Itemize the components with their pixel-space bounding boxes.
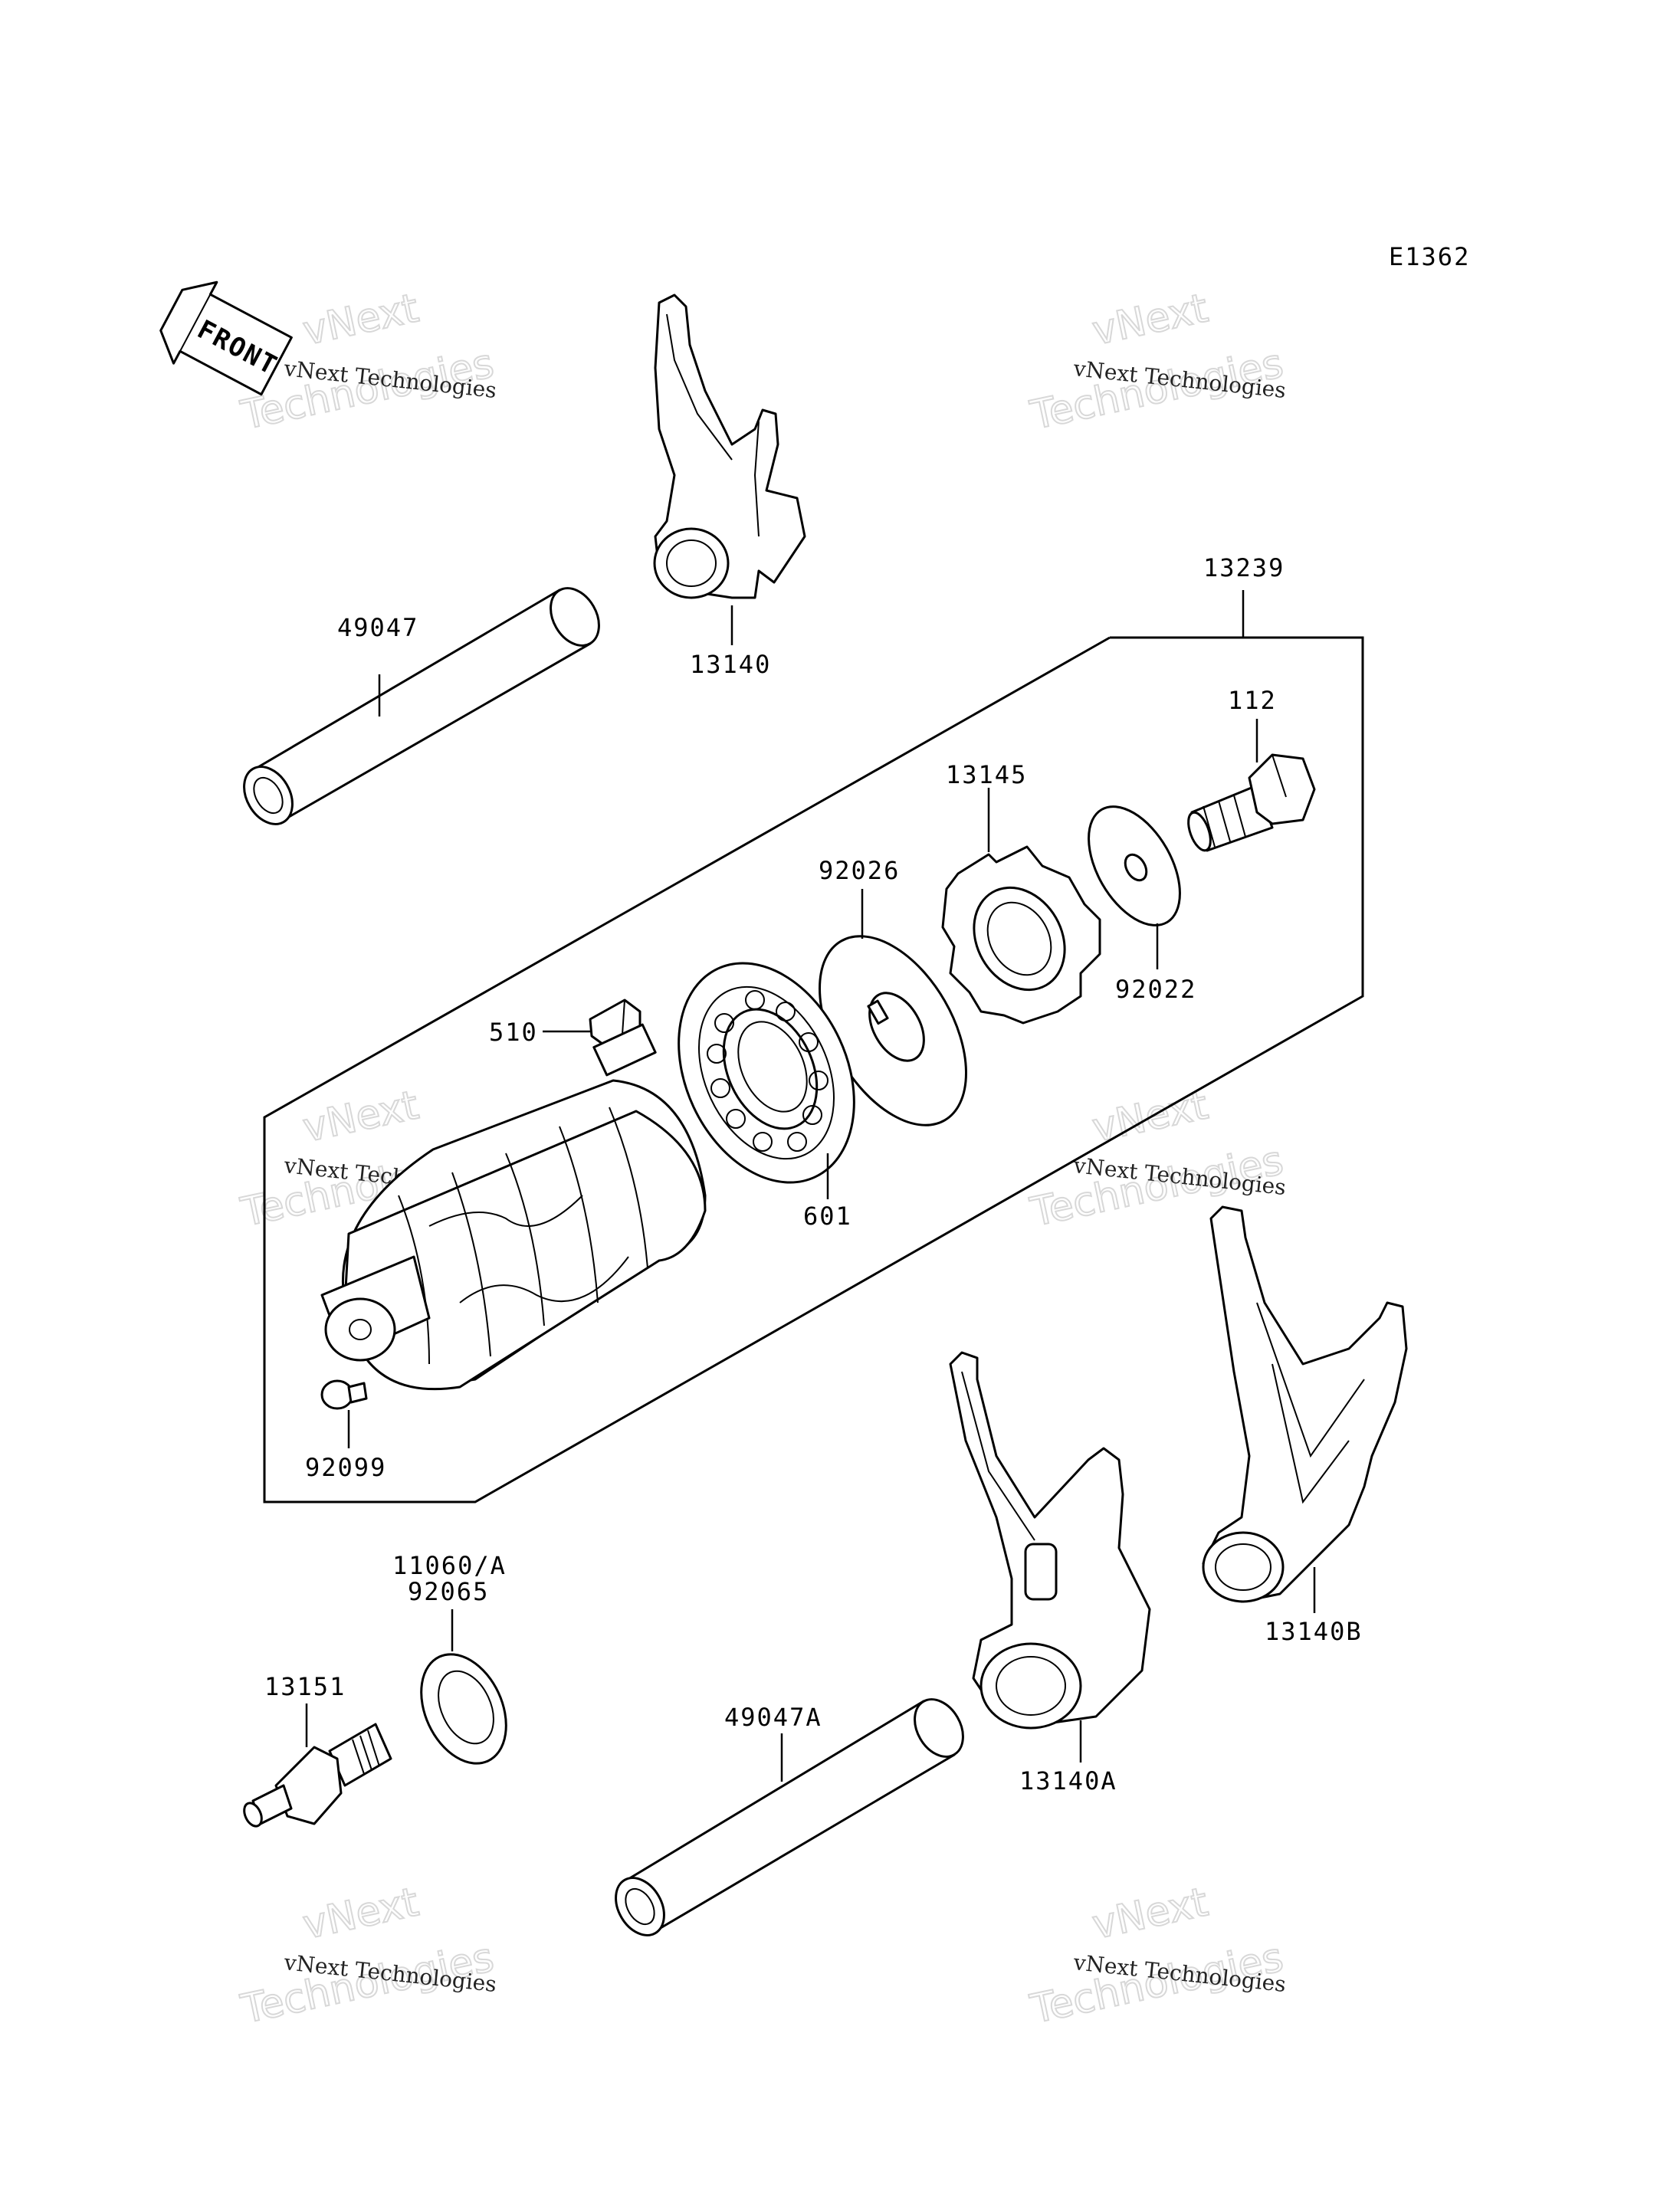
watermark-bottom-right: vNext Technologies vNext Technologies (1025, 1878, 1288, 2033)
switch-13151 (243, 1723, 392, 1828)
assembly-box (263, 636, 1364, 1503)
label-49047: 49047 (337, 613, 418, 642)
washer-92065 (420, 1653, 507, 1765)
plate-92026 (819, 935, 967, 1126)
svg-text:vNext: vNext (1088, 285, 1212, 354)
diagram-code: E1362 (1389, 242, 1470, 271)
label-49047a: 49047A (724, 1703, 822, 1732)
shaft-49047 (243, 587, 600, 825)
shift-drum (320, 1023, 707, 1391)
label-92022: 92022 (1115, 975, 1196, 1004)
shift-fork-13140a (949, 1351, 1151, 1730)
label-92026: 92026 (819, 856, 900, 885)
label-13140b: 13140B (1265, 1617, 1363, 1646)
svg-text:vNext: vNext (299, 1879, 422, 1948)
bolt-112 (1187, 753, 1316, 852)
watermark-bottom-left: vNext Technologies vNext Technologies (236, 1878, 498, 2033)
svg-text:vNext: vNext (299, 285, 422, 354)
label-92065: 92065 (408, 1577, 489, 1606)
shift-fork-13140b (1202, 1205, 1408, 1603)
front-arrow-icon: FRONT (159, 280, 293, 396)
watermark-top-right: vNext Technologies vNext Technologies (1025, 284, 1288, 439)
label-601: 601 (803, 1202, 852, 1231)
star-cam-13145 (941, 845, 1101, 1025)
shift-fork-13140 (653, 293, 806, 599)
svg-text:vNext: vNext (299, 1082, 422, 1151)
watermark-mid-right: vNext Technologies vNext Technologies (1025, 1081, 1288, 1236)
washer-92022 (1088, 805, 1181, 926)
label-11060a: 11060/A (392, 1551, 507, 1580)
label-13151: 13151 (264, 1672, 346, 1701)
label-13140: 13140 (690, 650, 771, 679)
label-13239: 13239 (1203, 553, 1285, 582)
label-92099: 92099 (305, 1453, 386, 1482)
label-13140a: 13140A (1019, 1766, 1117, 1795)
svg-text:vNext: vNext (1088, 1879, 1212, 1948)
label-112: 112 (1228, 686, 1277, 715)
screw-92099 (320, 1379, 368, 1410)
label-510: 510 (489, 1018, 538, 1047)
bearing-601 (678, 962, 855, 1184)
shaft-49047a (615, 1698, 964, 1936)
label-13145: 13145 (946, 760, 1027, 789)
